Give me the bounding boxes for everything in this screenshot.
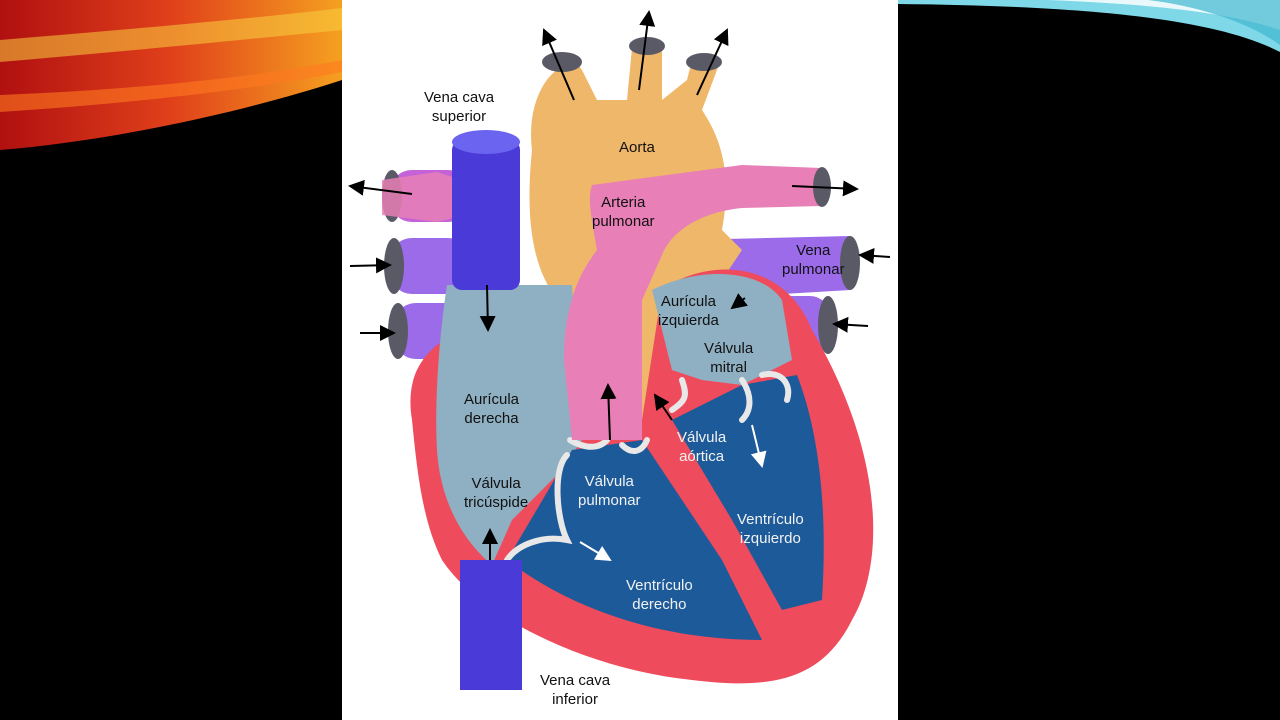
decorative-swoosh-left [0,0,342,150]
right-ventricle-shape [507,440,762,640]
decorative-swoosh-right [898,0,1280,52]
blood-flow-arrows-white [579,424,767,562]
blood-flow-arrows-black [348,10,891,560]
right-atrium-shape [436,285,582,565]
vena-cava-shapes [452,130,522,690]
left-ventricle-shape [672,375,824,610]
label-aorta: Aorta [619,139,655,156]
left-atrium-shape [652,273,792,385]
valve-shapes [504,371,792,563]
